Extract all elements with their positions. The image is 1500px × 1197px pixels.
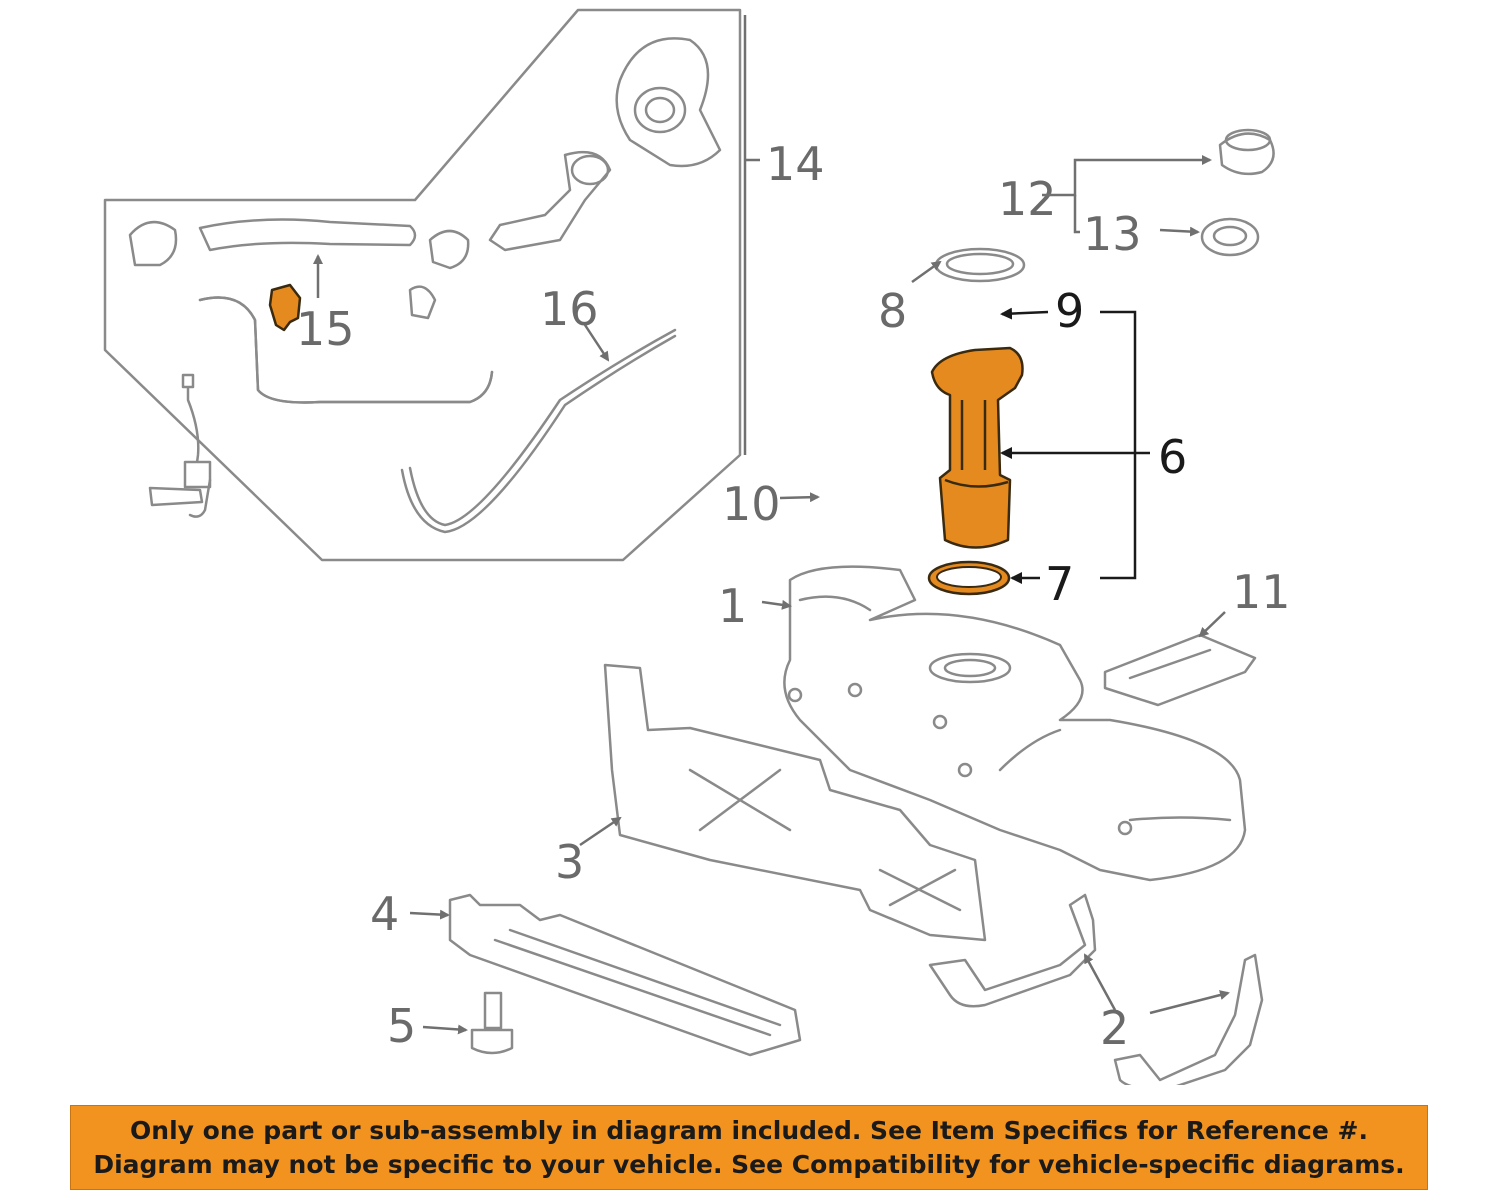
callout-12: 12 [998, 172, 1057, 226]
filler-inset-panel [103, 8, 742, 562]
callout-16: 16 [540, 282, 599, 336]
lock-ring [934, 247, 1026, 283]
callout-4: 4 [370, 887, 399, 941]
tank-straps [928, 893, 1264, 1085]
callout-9: 9 [1055, 284, 1084, 338]
wire-harness [408, 328, 677, 527]
disclaimer-line-2: Diagram may not be specific to your vehi… [93, 1149, 1405, 1179]
callout-10: 10 [722, 477, 781, 531]
callout-13: 13 [1083, 207, 1142, 261]
fuel-tank [783, 565, 1247, 882]
callout-8: 8 [878, 284, 907, 338]
callout-14: 14 [766, 137, 825, 191]
hose-clamp-right [428, 229, 470, 270]
callout-15: 15 [296, 302, 355, 356]
disclaimer-banner: Only one part or sub-assembly in diagram… [70, 1105, 1428, 1190]
fuel-filler-housing [615, 37, 722, 168]
callout-7: 7 [1045, 557, 1074, 611]
filler-neck-pipe [488, 150, 612, 252]
filler-hose [198, 218, 417, 252]
callout-6: 6 [1158, 430, 1187, 484]
skid-plate [448, 893, 802, 1057]
fuel-system-diagram: 1 2 3 4 5 6 7 8 9 10 11 12 13 14 15 16 [103, 8, 1291, 1085]
cap-seal [1200, 217, 1260, 257]
leader-lines [313, 15, 1230, 1035]
pump-seal [927, 560, 1011, 596]
callout-1: 1 [718, 579, 747, 633]
callout-3: 3 [555, 835, 584, 889]
small-bracket [408, 285, 437, 320]
bolt [470, 991, 514, 1055]
disclaimer-line-1: Only one part or sub-assembly in diagram… [130, 1115, 1368, 1145]
heat-shield [603, 663, 987, 942]
fuel-pump-module [268, 283, 1024, 549]
callout-5: 5 [387, 999, 416, 1053]
fuel-line-shield [1103, 633, 1257, 707]
sending-unit [148, 373, 212, 518]
callout-11: 11 [1232, 565, 1291, 619]
fuel-cap [1218, 128, 1275, 176]
hose-clamp-left [128, 221, 178, 267]
